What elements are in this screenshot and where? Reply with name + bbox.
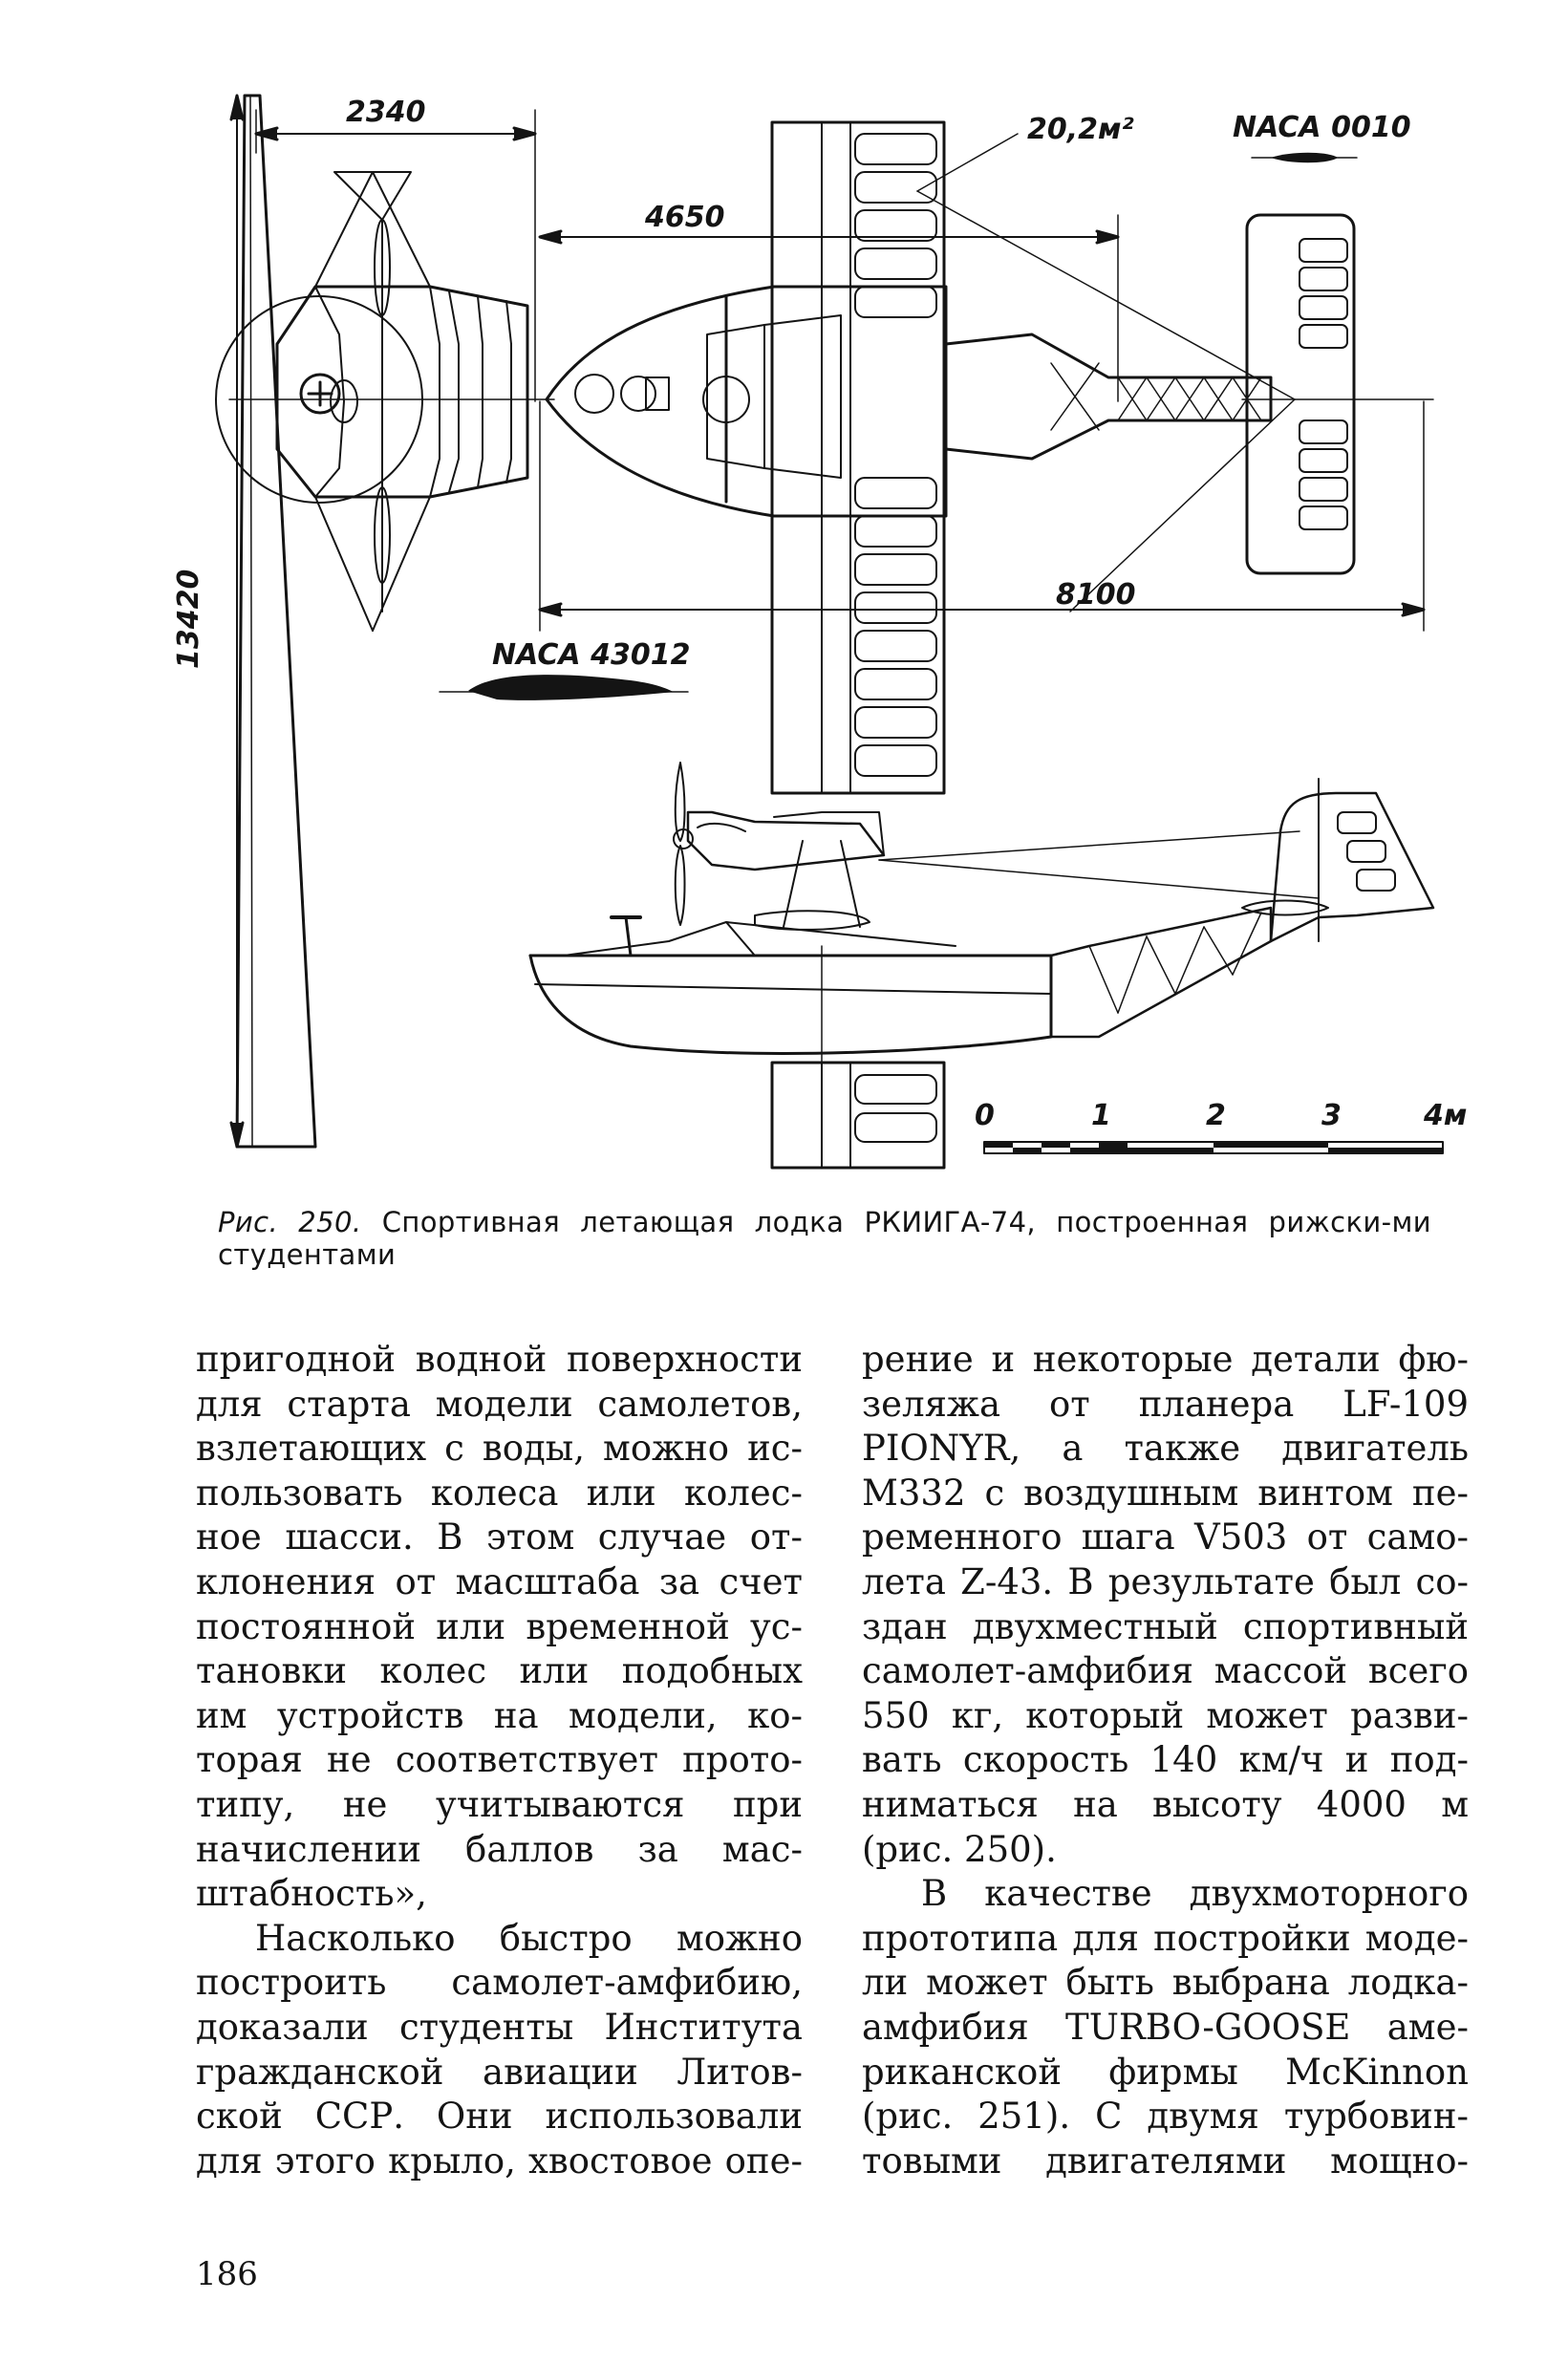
text-line: штабность», xyxy=(196,1873,427,1915)
text-line: Насколько быстро можно xyxy=(255,1917,803,1959)
text-line: торая не соответствует прото- xyxy=(196,1739,803,1781)
text-line: ременного шага V503 от само- xyxy=(862,1516,1469,1559)
side-view xyxy=(528,762,1435,1170)
text-line: лета Z-43. В результате был со- xyxy=(862,1560,1469,1602)
text-line: (рис. 251). С двумя турбовин- xyxy=(862,2096,1469,2138)
wing-profile-label: NACA 43012 xyxy=(492,638,691,672)
text-line: зеляжа от планера LF-109 xyxy=(862,1383,1469,1425)
paragraph: рение и некоторые детали фю- зеляжа от п… xyxy=(862,1338,1469,1872)
dim-13420: 13420 xyxy=(172,569,205,669)
paragraph: построить самолет-амфибию, доказали студ… xyxy=(196,1961,803,2183)
figure-caption: Рис. 250. Спортивная летающая лодка РКИИ… xyxy=(218,1206,1431,1271)
front-view xyxy=(215,94,555,1149)
scale-bar xyxy=(983,1141,1444,1154)
text-line: доказали студенты Института xyxy=(196,2006,803,2048)
paragraph: Насколько быстро можно xyxy=(196,1917,803,1962)
text-line: риканской фирмы McKinnon xyxy=(862,2051,1469,2093)
text-line: ниматься на высоту 4000 м xyxy=(862,1783,1469,1825)
text-line: им устройств на модели, ко- xyxy=(196,1694,803,1736)
dim-8100: 8100 xyxy=(1056,578,1136,612)
scale-label-1: 1 xyxy=(1091,1099,1111,1132)
text-line: ской ССР. Они использовали xyxy=(196,2096,803,2138)
text-line: M332 с воздушным винтом пе- xyxy=(862,1472,1469,1514)
dim-4650: 4650 xyxy=(645,201,725,234)
text-line: для старта модели самолетов, xyxy=(196,1383,803,1425)
scale-label-2: 2 xyxy=(1206,1099,1226,1132)
dim-2340: 2340 xyxy=(346,96,426,129)
text-line: пригодной водной поверхности xyxy=(196,1339,803,1380)
paragraph: В качестве двухмоторного xyxy=(862,1872,1469,1917)
wing-area-label: 20,2м² xyxy=(1027,113,1134,146)
right-column: рение и некоторые детали фю- зеляжа от п… xyxy=(862,1338,1469,2183)
text-line: PIONYR, а также двигатель xyxy=(862,1428,1469,1470)
text-line: взлетающих с воды, можно ис- xyxy=(196,1428,803,1470)
text-line: В качестве двухмоторного xyxy=(921,1873,1469,1915)
text-line: ли может быть выбрана лодка- xyxy=(862,1962,1469,2004)
text-line: самолет-амфибия массой всего xyxy=(862,1650,1469,1692)
page-number: 186 xyxy=(196,2255,258,2293)
figure-number: Рис. 250. xyxy=(218,1206,362,1238)
paragraph: пригодной водной поверхности для старта … xyxy=(196,1338,803,1917)
text-line: товыми двигателями мощно- xyxy=(862,2139,1469,2182)
wing-airfoil-section xyxy=(468,675,674,700)
scale-label-4m: 4м xyxy=(1424,1099,1468,1132)
text-line: для этого крыло, хвостовое опе- xyxy=(196,2139,803,2182)
text-line: тановки колес или подобных xyxy=(196,1650,803,1692)
text-line: рение и некоторые детали фю- xyxy=(862,1339,1469,1380)
text-line: типу, не учитываются при xyxy=(196,1783,803,1825)
scale-label-0: 0 xyxy=(975,1099,995,1132)
text-line: ное шасси. В этом случае от- xyxy=(196,1516,803,1559)
paragraph: прототипа для постройки моде- ли может б… xyxy=(862,1917,1469,2184)
text-line: построить самолет-амфибию, xyxy=(196,1962,803,2004)
text-line: (рис. 250). xyxy=(862,1828,1057,1870)
text-line: пользовать колеса или колес- xyxy=(196,1472,803,1514)
text-line: гражданской авиации Литов- xyxy=(196,2051,803,2093)
text-line: вать скорость 140 км/ч и под- xyxy=(862,1739,1469,1781)
text-line: здан двухместный спортивный xyxy=(862,1605,1469,1647)
text-line: 550 кг, который может разви- xyxy=(862,1694,1469,1736)
scale-label-3: 3 xyxy=(1321,1099,1342,1132)
text-line: клонения от масштаба за счет xyxy=(196,1560,803,1602)
text-line: постоянной или временной ус- xyxy=(196,1605,803,1647)
text-line: начислении баллов за мас- xyxy=(196,1828,803,1870)
caption-text: Спортивная летающая лодка РКИИГА-74, пос… xyxy=(218,1206,1432,1271)
aircraft-drawing xyxy=(215,94,1444,1170)
top-view xyxy=(538,120,1434,795)
left-column: пригодной водной поверхности для старта … xyxy=(196,1338,803,2183)
text-line: прототипа для постройки моде- xyxy=(862,1917,1469,1959)
text-line: амфибия TURBO-GOOSE аме- xyxy=(862,2006,1469,2048)
tail-profile-label: NACA 0010 xyxy=(1233,111,1411,144)
